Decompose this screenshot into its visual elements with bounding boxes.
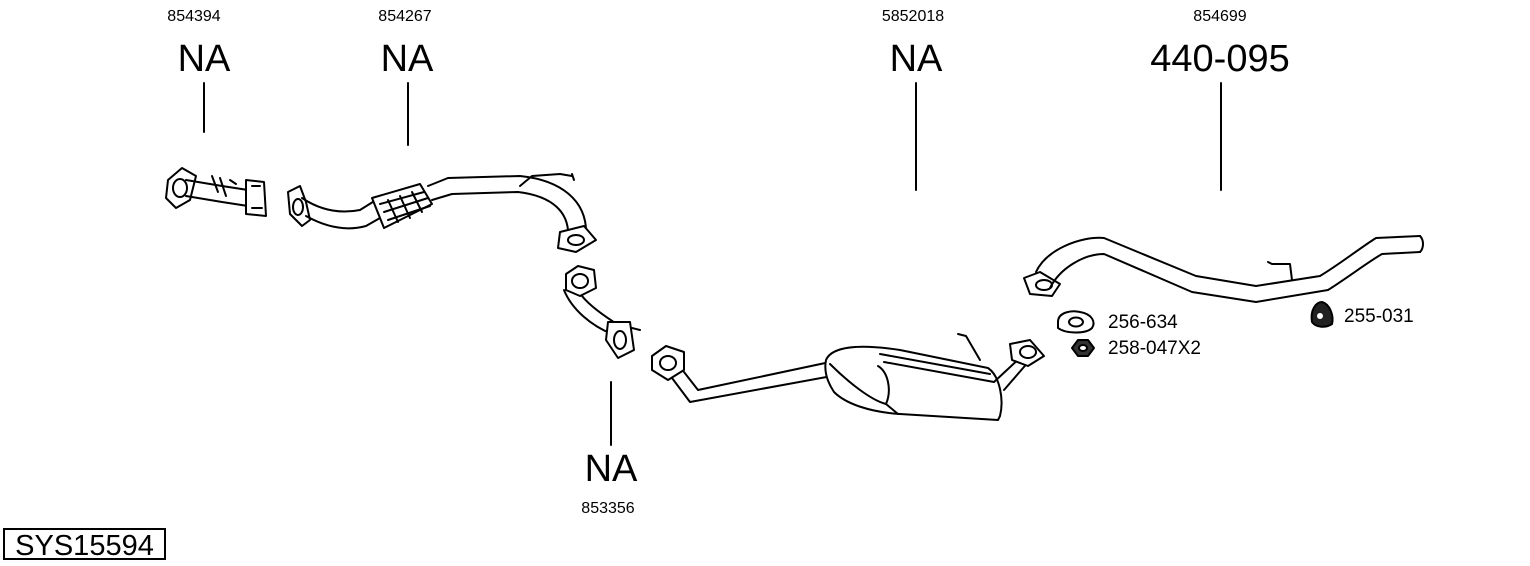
component-number-854267: NA	[380, 38, 434, 80]
component-ref-853356: 853356	[581, 500, 635, 517]
rubber-mount-icon	[1310, 301, 1334, 328]
muffler-5852018	[651, 333, 1045, 421]
component-ref-5852018: 5852018	[881, 8, 945, 25]
system-code-box: SYS15594	[3, 528, 166, 562]
accessory-label-gasket: 256-634	[1108, 312, 1178, 333]
accessory-label-rubber-mount: 255-031	[1344, 306, 1414, 327]
gasket-icon	[1057, 310, 1095, 334]
component-ref-854394: 854394	[167, 8, 221, 25]
cat-pipe-853356	[563, 265, 641, 359]
component-number-854394: NA	[177, 38, 231, 80]
component-ref-854267: 854267	[378, 8, 432, 25]
tail-pipe-854699	[1023, 235, 1424, 303]
component-number-853356: NA	[584, 448, 638, 490]
accessory-label-nut: 258-047X2	[1108, 338, 1201, 359]
nut-icon	[1071, 339, 1095, 357]
flex-pipe-854267	[287, 173, 597, 253]
front-pipe-854394	[165, 167, 267, 217]
component-number-854699: 440-095	[1150, 38, 1290, 80]
component-ref-854699: 854699	[1193, 8, 1247, 25]
component-number-5852018: NA	[889, 38, 943, 80]
